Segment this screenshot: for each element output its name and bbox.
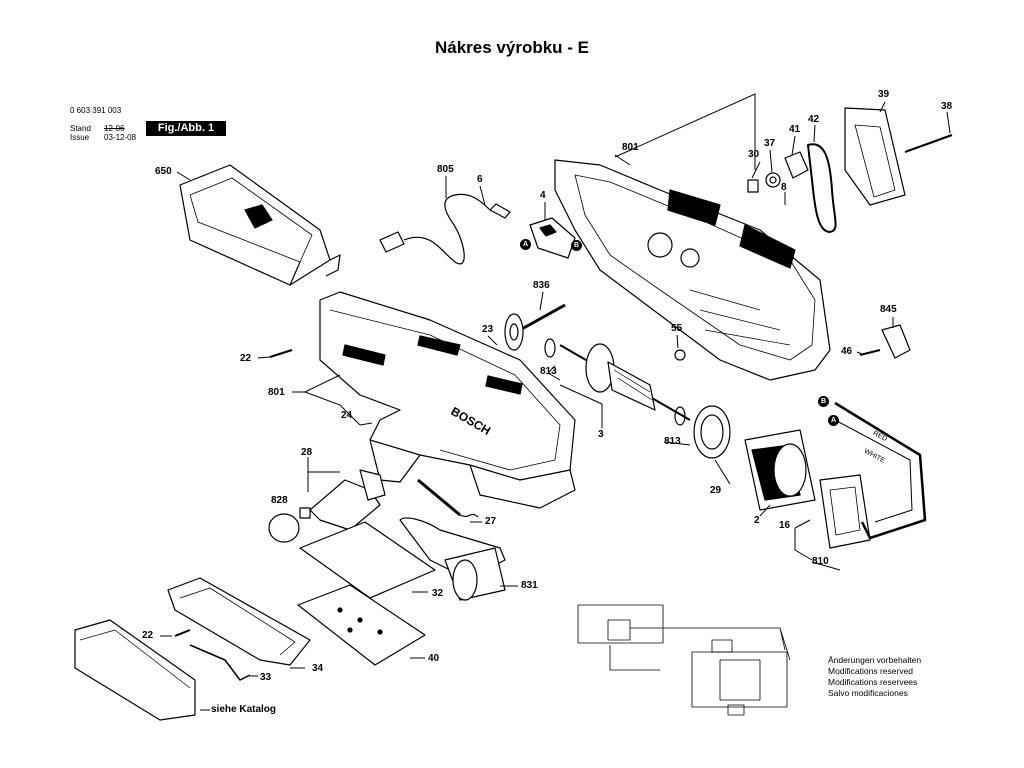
issue-label: Issue (70, 133, 90, 142)
part-label-836: 836 (533, 280, 550, 291)
housing-half-801 (554, 159, 831, 381)
electronic-module-16 (819, 474, 871, 549)
part-label-3: 3 (598, 429, 604, 440)
part-label-2: 2 (754, 515, 760, 526)
part-label-805: 805 (437, 164, 454, 175)
part-label-22: 22 (142, 630, 154, 641)
connector-mark-a: A (520, 239, 531, 250)
part-label-55: 55 (671, 323, 683, 334)
nut-55 (674, 349, 686, 361)
catalog-label: siehe Katalog (211, 704, 277, 715)
note-line: Salvo modificaciones (828, 688, 908, 698)
stand-value: 12-06 (104, 124, 125, 133)
drive-shaft-836 (504, 303, 566, 351)
figure-label: Fig./Abb. 1 (146, 121, 226, 136)
field-coil-2 (744, 429, 816, 511)
armature-3 (544, 338, 691, 426)
note-line: Modifications reserved (828, 666, 914, 676)
part-label-801: 801 (268, 387, 285, 398)
part-label-813: 813 (664, 436, 681, 447)
screw-22-bottom (174, 629, 191, 637)
part-label-38: 38 (941, 101, 953, 112)
screw-22-top (269, 349, 293, 358)
sanding-belt (74, 619, 196, 721)
part-label-4: 4 (540, 190, 546, 201)
dust-box-650 (179, 164, 341, 286)
part-label-22: 22 (240, 353, 252, 364)
part-label-46: 46 (841, 346, 853, 357)
housing-half-24 (319, 291, 576, 509)
part-number: 0 603 391 003 (70, 106, 122, 115)
part-label-30: 30 (748, 149, 760, 160)
connector-mark-b: B (818, 396, 829, 407)
part-label-831: 831 (521, 580, 538, 591)
part-label-16: 16 (779, 520, 791, 531)
part-label-34: 34 (312, 663, 324, 674)
screw-46 (859, 349, 881, 356)
connector-mark-a: A (828, 415, 839, 426)
part-label-39: 39 (878, 89, 890, 100)
belt-frame-34 (167, 577, 311, 666)
part-label-845: 845 (880, 304, 897, 315)
part-label-27: 27 (485, 516, 497, 527)
lever-33 (189, 644, 251, 681)
part-label-813: 813 (540, 366, 557, 377)
stand-label: Stand (70, 124, 91, 133)
wiring-diagram (577, 604, 791, 716)
part-label-23: 23 (482, 324, 494, 335)
part-label-6: 6 (477, 174, 483, 185)
part-label-40: 40 (428, 653, 440, 664)
part-label-801: 801 (622, 142, 639, 153)
part-label-28: 28 (301, 447, 313, 458)
part-label-41: 41 (789, 124, 801, 135)
part-label-8: 8 (781, 182, 787, 193)
part-label-810: 810 (812, 556, 829, 567)
part-label-650: 650 (155, 166, 172, 177)
plate-32 (299, 521, 436, 599)
fan-baffle-29 (693, 405, 731, 459)
issue-value: 03-12-08 (104, 133, 137, 142)
drive-parts-30-37-41-42 (747, 107, 953, 233)
base-plate-40 (297, 584, 426, 666)
roller-831 (444, 547, 506, 601)
note-line: Änderungen vorbehalten (828, 655, 922, 665)
part-label-828: 828 (271, 495, 288, 506)
connector-mark-b: B (571, 240, 582, 251)
part-label-37: 37 (764, 138, 776, 149)
part-label-42: 42 (808, 114, 820, 125)
bracket-845 (881, 324, 911, 359)
part-label-24: 24 (341, 410, 353, 421)
part-label-33: 33 (260, 672, 272, 683)
page-title: Nákres výrobku - E (434, 38, 589, 57)
power-cord-805 (379, 193, 511, 265)
part-label-32: 32 (432, 588, 444, 599)
motor-828 (268, 469, 386, 543)
part-label-29: 29 (710, 485, 722, 496)
note-line: Modifications reservees (828, 677, 918, 687)
switch-4 (529, 217, 576, 259)
